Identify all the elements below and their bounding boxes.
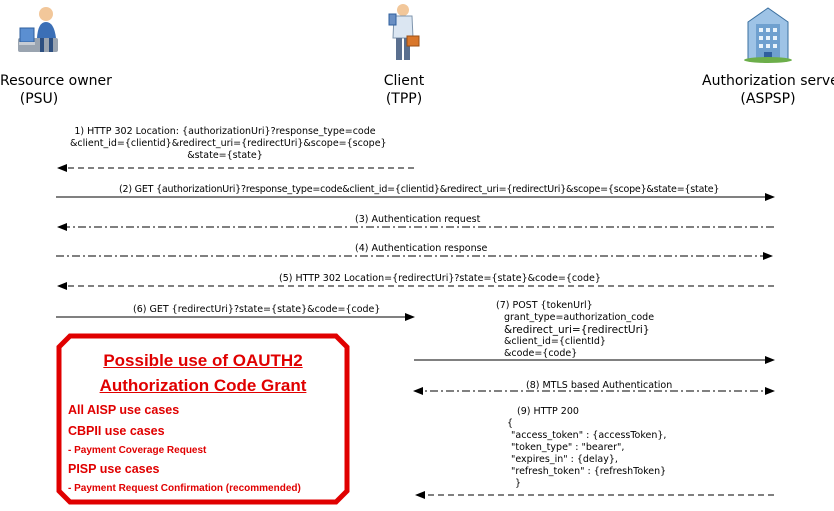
message-1-line: &state={state} — [187, 150, 263, 161]
message-9-label: (9) HTTP 200 { "access_token" : {accessT… — [505, 406, 666, 490]
callout-item: - Payment Coverage Request — [68, 445, 207, 456]
message-6-label: (6) GET {redirectUri}?state={state}&code… — [133, 304, 381, 315]
actor-authorization-server: Authorization server (ASPSP) — [702, 72, 834, 108]
callout-item: CBPII use cases — [68, 424, 165, 438]
actor-client-name: Client — [383, 73, 425, 89]
message-9-line: } — [515, 478, 522, 489]
message-7-line: &code={code} — [504, 348, 578, 359]
message-3-label: (3) Authentication request — [355, 214, 481, 225]
callout-item: PISP use cases — [68, 462, 160, 476]
person-with-phone-and-briefcase-icon — [386, 2, 420, 64]
message-7-line: &client_id={clientId} — [504, 336, 606, 347]
office-building-icon — [742, 2, 794, 64]
callout-item: All AISP use cases — [68, 403, 180, 417]
callout-item: - Payment Request Confirmation (recommen… — [68, 483, 301, 494]
callout-title-line-1: Possible use of OAUTH2 — [103, 351, 303, 370]
actor-client: Client (TPP) — [380, 72, 428, 108]
actor-resource-owner-role: (PSU) — [19, 91, 59, 107]
message-8-label: (8) MTLS based Authentication — [526, 380, 673, 391]
actor-authorization-server-name: Authorization server — [702, 73, 834, 89]
message-4-label: (4) Authentication response — [355, 243, 488, 254]
message-9-line: "expires_in" : {delay}, — [511, 454, 618, 465]
message-9-line: { — [507, 418, 514, 429]
message-1-line: 1) HTTP 302 Location: {authorizationUri}… — [74, 126, 376, 137]
message-1-label: 1) HTTP 302 Location: {authorizationUri}… — [70, 126, 387, 162]
message-7-line: (7) POST {tokenUrl} — [496, 300, 593, 311]
message-2-label: (2) GET {authorizationUri}?response_type… — [119, 184, 720, 195]
message-9-line: "token_type" : "bearer", — [511, 442, 625, 453]
message-7-line: &redirect_uri={redirectUri} — [504, 324, 650, 336]
actor-authorization-server-role: (ASPSP) — [740, 91, 796, 107]
message-9-line: "access_token" : {accessToken}, — [511, 430, 667, 441]
callout-title-line-2: Authorization Code Grant — [99, 376, 307, 395]
message-1-line: &client_id={clientid}&redirect_uri={redi… — [70, 138, 387, 149]
message-7-line: grant_type=authorization_code — [504, 312, 655, 323]
message-9-line: "refresh_token" : {refreshToken} — [511, 466, 667, 477]
oauth2-usage-callout: Possible use of OAUTH2 Authorization Cod… — [56, 333, 350, 505]
actor-client-role: (TPP) — [385, 91, 423, 107]
message-5-label: (5) HTTP 302 Location={redirectUri}?stat… — [279, 273, 601, 284]
person-at-computer-icon — [16, 2, 60, 58]
message-9-line: (9) HTTP 200 — [517, 406, 579, 417]
message-7-label: (7) POST {tokenUrl} grant_type=authoriza… — [496, 300, 654, 360]
